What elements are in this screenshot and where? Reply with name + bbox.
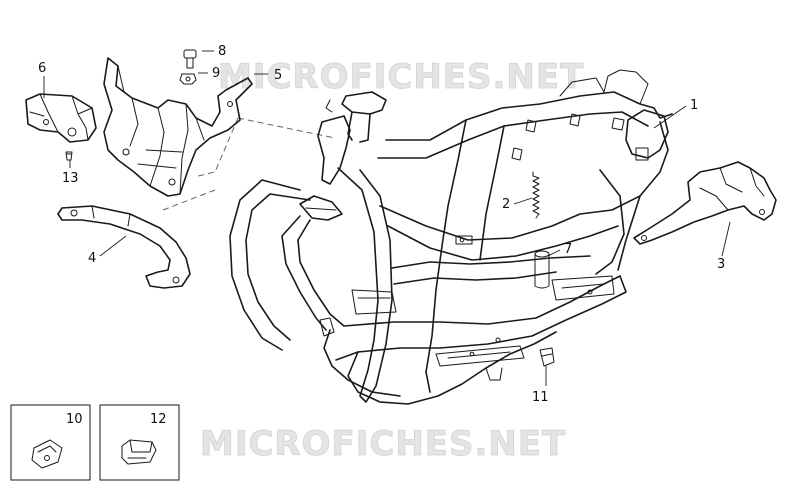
part-9-nut[interactable] (179, 73, 197, 85)
part-8-bolt[interactable] (183, 49, 197, 69)
callout-4: 4 (88, 251, 96, 266)
assembly-guide-lines (162, 117, 336, 211)
watermark-top: MICROFICHES.NET (218, 57, 584, 97)
callout-10: 10 (66, 412, 83, 427)
inset-box-10[interactable]: 10 (10, 404, 91, 481)
callout-11: 11 (532, 390, 549, 405)
part-7-pin[interactable] (534, 250, 550, 289)
part-10-clip (31, 439, 63, 469)
callout-5: 5 (274, 68, 282, 83)
callout-labels: 8 9 5 6 13 4 1 2 7 3 11 (38, 44, 725, 405)
callout-3: 3 (717, 257, 725, 272)
callout-6: 6 (38, 61, 46, 76)
callout-2: 2 (502, 197, 510, 212)
part-4-bracket[interactable] (57, 205, 191, 289)
callout-12: 12 (150, 412, 167, 427)
part-13-screw[interactable] (65, 151, 73, 161)
part-1-frame[interactable] (229, 69, 673, 405)
part-11-damper[interactable] (539, 347, 555, 367)
callout-1: 1 (690, 98, 698, 113)
callout-9: 9 (212, 66, 220, 81)
callout-7: 7 (564, 242, 572, 257)
part-5-bracket[interactable] (103, 57, 253, 197)
part-12-clip (121, 439, 157, 465)
leader-lines (43, 50, 731, 386)
part-3-bracket[interactable] (633, 161, 777, 245)
callout-13: 13 (62, 171, 79, 186)
part-2-spring[interactable] (532, 171, 540, 219)
inset-box-12[interactable]: 12 (99, 404, 180, 481)
part-6-bracket[interactable] (25, 93, 97, 143)
callout-8: 8 (218, 44, 226, 59)
watermark-bottom: MICROFICHES.NET (200, 424, 566, 464)
